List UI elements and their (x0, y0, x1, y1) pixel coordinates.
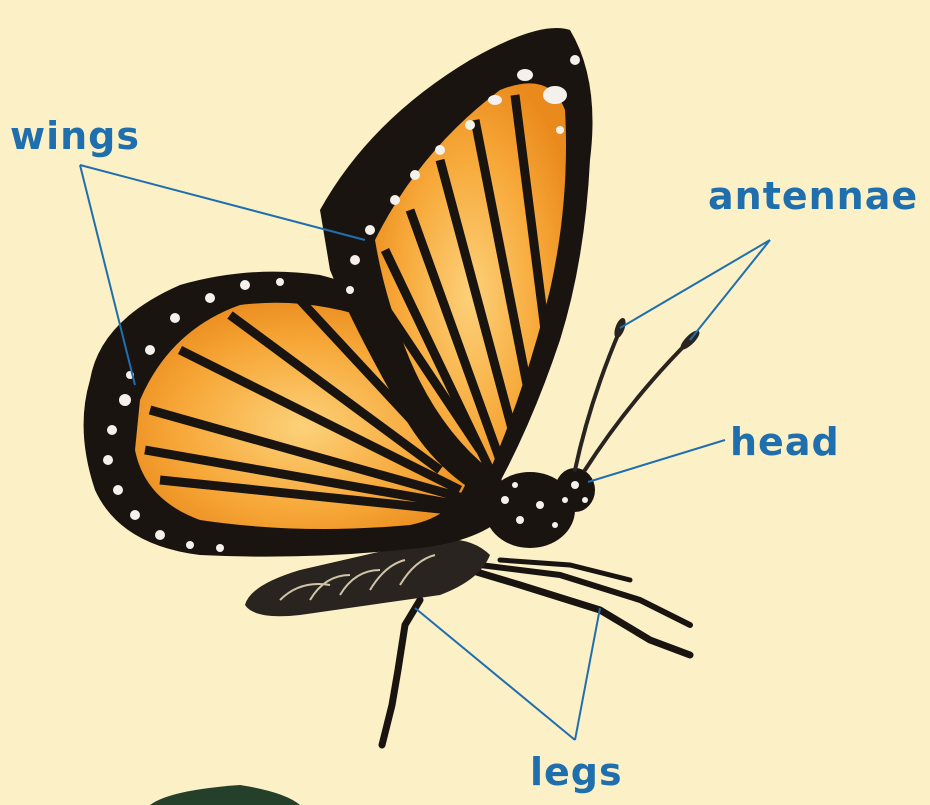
leader-line-legs-right (575, 608, 600, 740)
leader-line-antenna-right (690, 240, 770, 340)
leader-line-antenna-left (620, 240, 770, 328)
corner-shadow (150, 785, 300, 805)
label-head: head (730, 423, 840, 461)
leader-line-wings-fore (80, 165, 365, 240)
label-legs: legs (530, 753, 623, 791)
antennae-drawing (575, 317, 701, 470)
leader-line-legs-left (415, 608, 575, 740)
label-wings: wings (10, 117, 140, 155)
leader-line-head (588, 440, 725, 482)
label-antennae: antennae (708, 177, 918, 215)
